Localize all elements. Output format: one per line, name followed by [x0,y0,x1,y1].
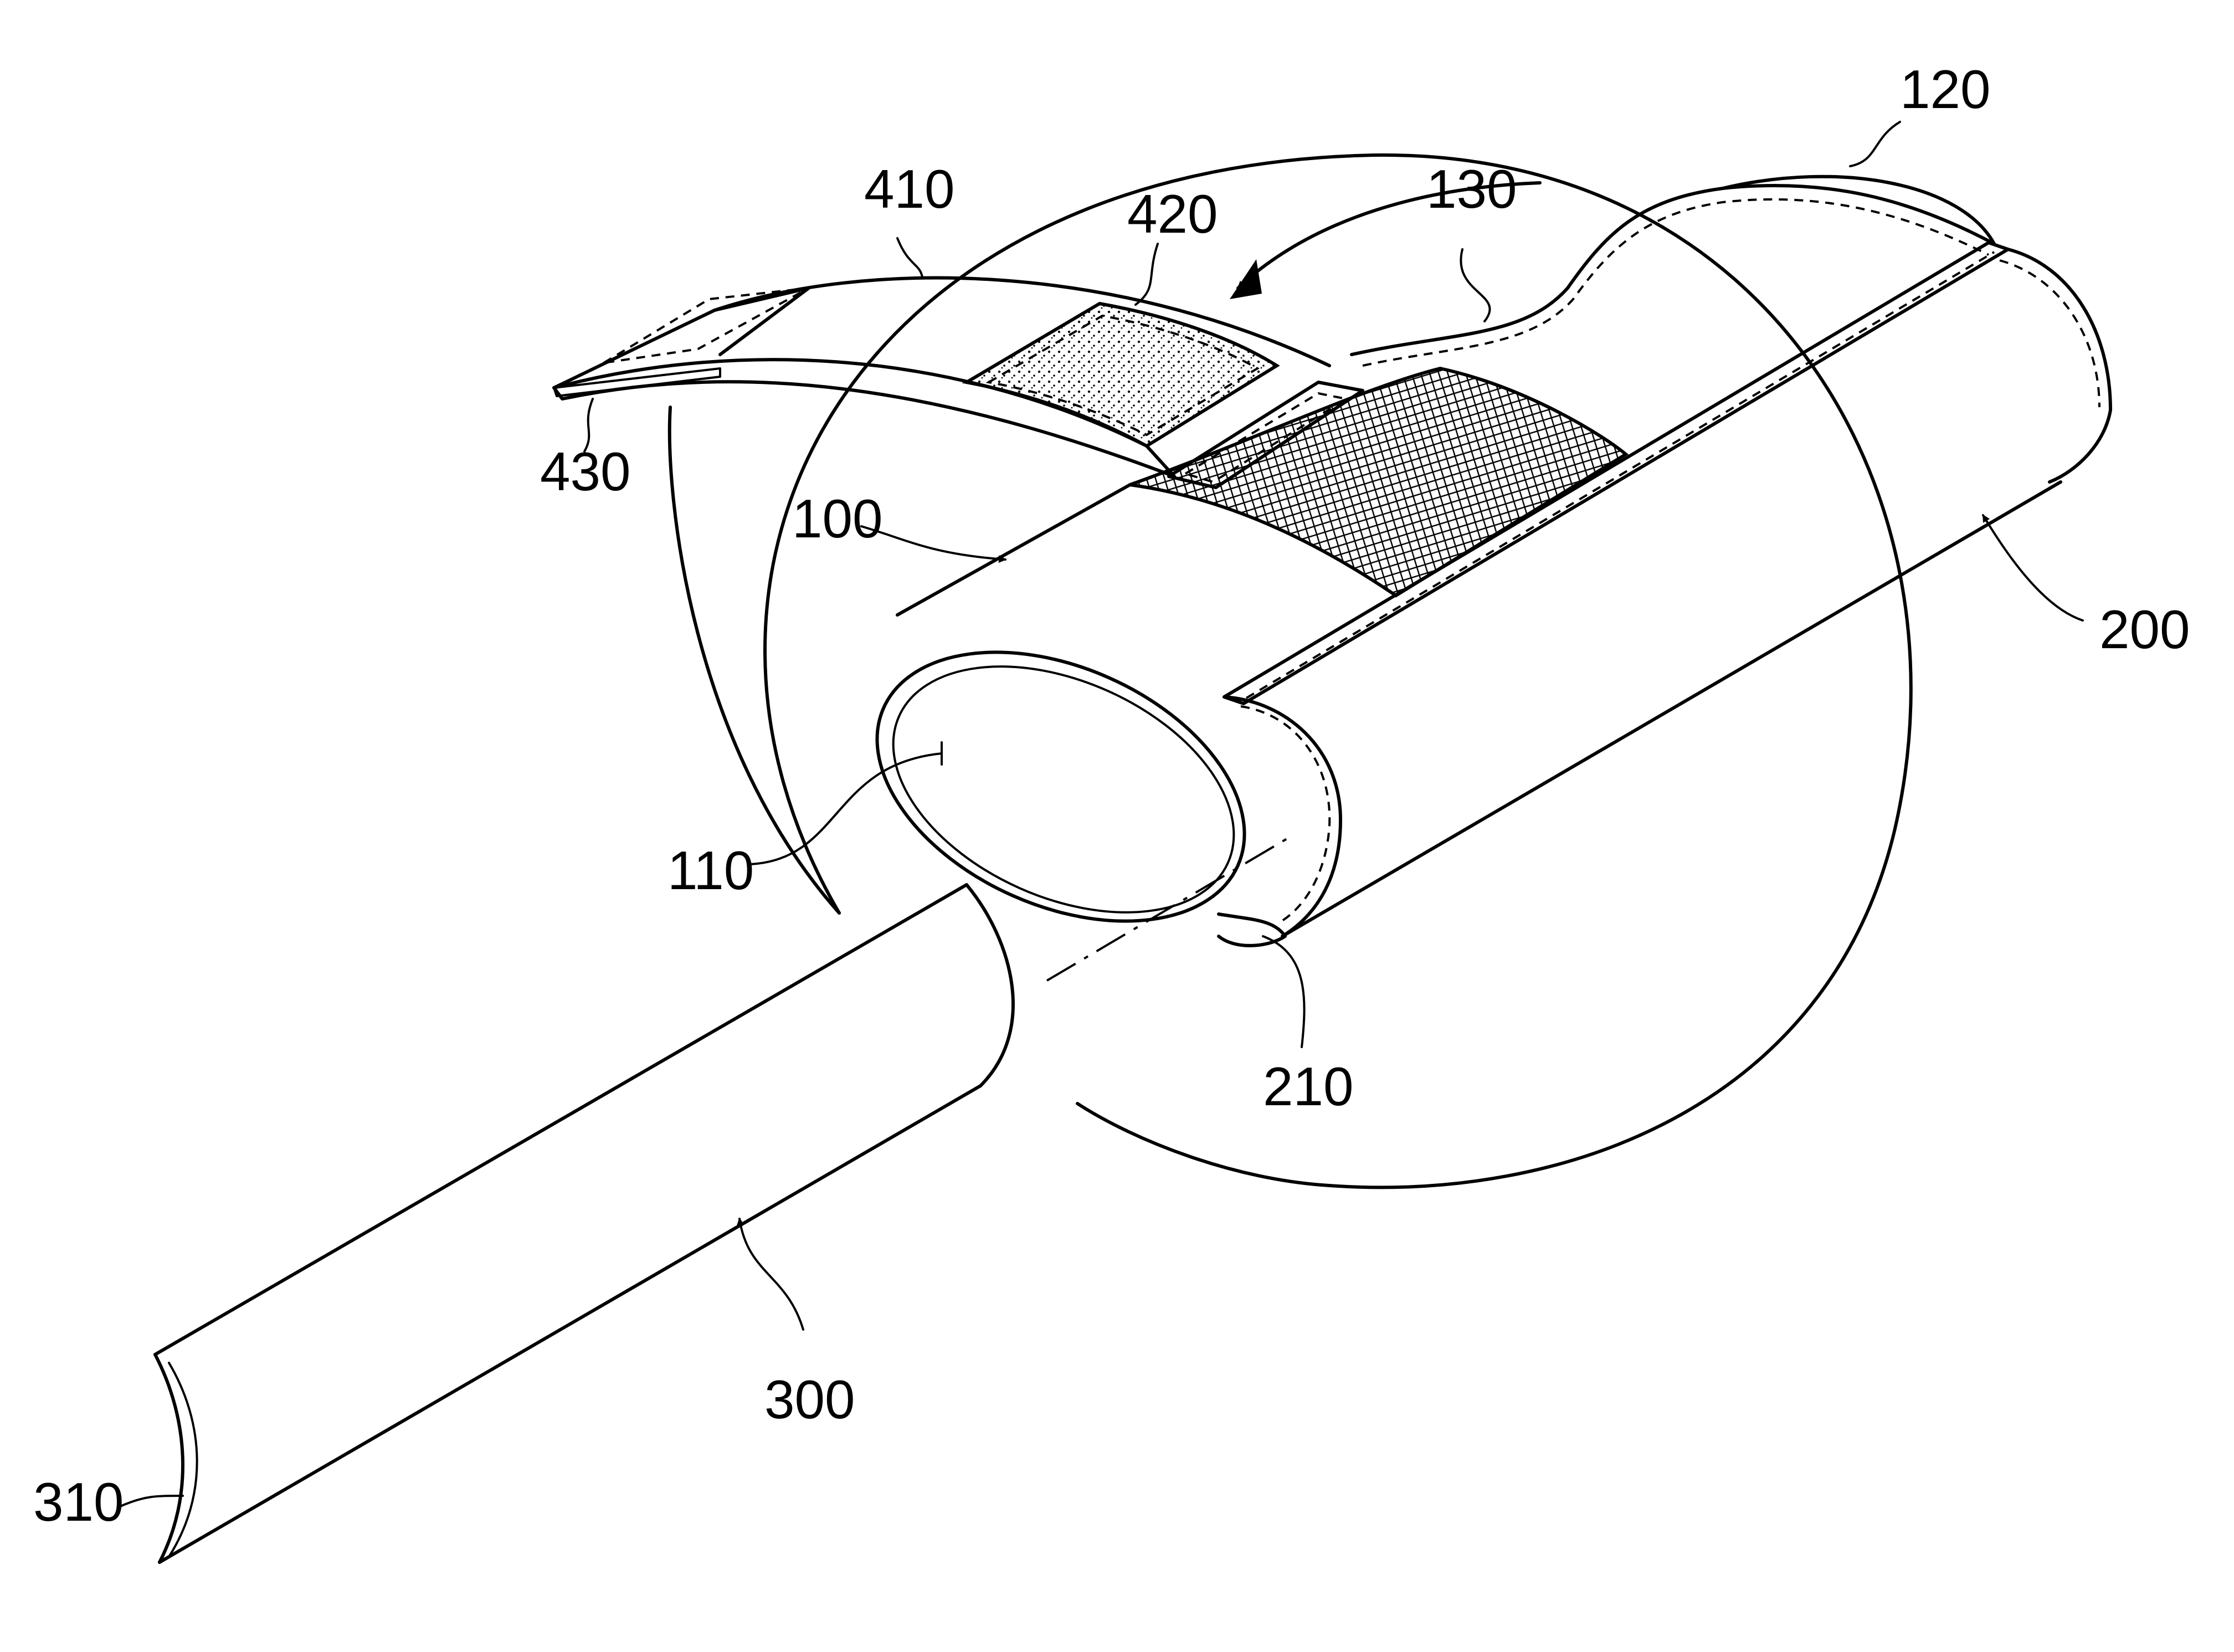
cuff-130-right [1721,175,1996,245]
centre-axis [1046,835,1292,982]
sleeve-200-front [1223,695,1342,938]
label-110: 110 [667,840,754,901]
label-100: 100 [792,488,883,549]
leader-310 [118,1495,184,1508]
sleeve-200-top-dashed [1245,251,1995,699]
leader-100 [860,525,1006,563]
rod-310-hollow [168,1362,198,1558]
label-210: 210 [1263,1056,1354,1117]
sleeve-200-end [2006,248,2112,484]
leader-410 [896,237,923,278]
leader-430 [583,398,594,453]
mesh-region [1129,366,1629,598]
label-300: 300 [764,1369,855,1430]
label-420: 420 [1127,183,1218,244]
label-410: 410 [864,158,955,219]
leader-200 [1982,514,2084,622]
leader-120 [1849,121,1901,167]
tube-100-opening-inner [892,665,1235,914]
tube-100-opening-110 [875,650,1246,923]
label-130: 130 [1426,158,1517,219]
sleeve-200-end-inner [1999,259,2101,408]
rotation-arrow-430 [1236,181,1542,290]
label-430: 430 [540,441,631,502]
cuff-130 [1350,183,1996,356]
leader-420 [1134,243,1159,306]
leader-300 [736,1218,804,1331]
cuff-130-dashed [1362,198,1989,367]
strap-end-430 [553,367,721,397]
label-200: 200 [2099,599,2190,660]
strap-flap [552,286,810,389]
pad-420-inner [985,314,1260,437]
sleeve-200-front-inner [1240,705,1331,924]
label-120: 120 [1900,59,1991,120]
leader-110 [749,752,943,865]
rotation-arc-upper [667,406,841,915]
rod-300-top [153,883,968,1356]
leader-130 [1460,248,1491,322]
strap-flap-dashed [603,287,809,364]
pad-420 [962,301,1280,448]
rotation-arrow-head [1230,259,1262,299]
leader-210 [1262,935,1306,1048]
sleeve-200-bottom [1281,480,2062,938]
rod-300-end-far [965,883,1015,1087]
rod-300-bottom [158,1084,982,1564]
rotation-arc-120 [763,153,1913,1189]
tube-100-top [896,483,1132,617]
rod-300-end-near [153,1353,184,1564]
tube-100-bottom-lip [1217,912,1287,947]
label-310: 310 [33,1471,124,1532]
